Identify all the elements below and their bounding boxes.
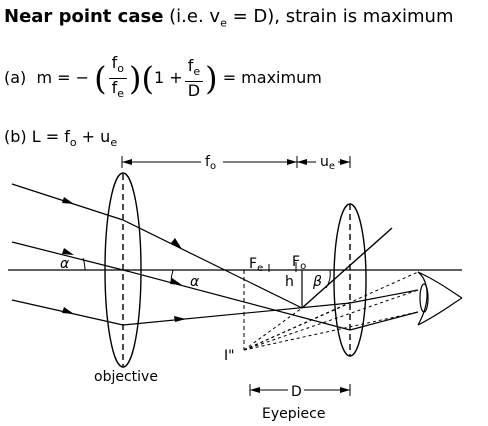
- alpha-arc-right: [170, 269, 174, 283]
- objective-label: objective: [94, 369, 158, 385]
- eq-a-rhs: = maximum: [222, 68, 322, 88]
- beta-label: β: [312, 274, 322, 290]
- ue-label: ue: [320, 154, 335, 172]
- ray-arrow-2: [62, 248, 74, 255]
- eq-b-sub1: o: [69, 136, 77, 150]
- fo-point-label: Fo: [292, 254, 306, 272]
- fe-den: f: [111, 78, 118, 98]
- left-paren: (: [94, 59, 107, 98]
- eq-b-sub2: e: [110, 136, 118, 150]
- heading: Near point case (i.e. ve = D), strain is…: [4, 6, 454, 30]
- right-paren-2: ): [205, 59, 218, 98]
- dashed-extension-4: [243, 302, 351, 351]
- dashed-extension-5: [243, 307, 303, 351]
- eq-a-label: (a): [4, 68, 27, 88]
- one-plus: 1 +: [154, 68, 183, 88]
- left-paren-2: (: [141, 59, 155, 98]
- ue-arrow-right: [340, 159, 350, 165]
- emergent-ray-2: [349, 311, 419, 331]
- heading-sub: e: [220, 16, 227, 30]
- alpha-label-left: α: [60, 256, 70, 272]
- fo-label: fo: [205, 154, 216, 172]
- fo-num-sub: o: [117, 62, 125, 76]
- eye-pupil: [419, 283, 429, 313]
- fe2-num: f: [187, 56, 194, 76]
- equation-b: (b) L = fo + ue: [4, 127, 117, 149]
- ray-arrow-6: [174, 316, 186, 322]
- eq-a-lhs: m = −: [36, 68, 90, 88]
- alpha-label-right: α: [190, 274, 200, 290]
- h-label: h: [285, 274, 294, 290]
- beta-arc: [325, 269, 331, 289]
- refracted-ray-top: [122, 219, 303, 309]
- final-image-label: I": [224, 348, 235, 364]
- heading-bold: Near point case: [4, 6, 164, 27]
- ue-arrow-left: [297, 159, 307, 165]
- eyepiece-label: Eyepiece: [262, 406, 325, 422]
- fo-arrow-right: [287, 159, 297, 165]
- incoming-ray-middle: [11, 241, 124, 271]
- refracted-ray-bottom: [122, 302, 351, 326]
- fe-den-sub: e: [117, 87, 125, 101]
- fo-num: f: [111, 53, 118, 72]
- ray-arrow-1: [62, 197, 74, 204]
- heading-rest: (i.e. v: [163, 6, 221, 27]
- d-arrow-left: [250, 387, 260, 393]
- dashed-extension-2: [243, 289, 419, 351]
- eq-b-plus: + u: [76, 127, 111, 146]
- right-paren: ): [129, 59, 142, 98]
- d-arrow-right: [340, 387, 350, 393]
- ray-arrow-4: [171, 238, 182, 249]
- d-den: D: [187, 81, 201, 101]
- d-label: D: [291, 384, 302, 400]
- eye: [417, 271, 463, 326]
- ray-arrow-3: [62, 307, 74, 314]
- fe-label: Fe: [249, 256, 263, 274]
- fo-arrow-left: [122, 159, 132, 165]
- eq-b-label: (b) L = f: [4, 127, 70, 146]
- alpha-arc-left: [82, 257, 86, 271]
- fe2-num-sub: e: [193, 65, 201, 79]
- heading-tail: = D), strain is maximum: [226, 6, 454, 27]
- emergent-ray-upper: [301, 227, 393, 309]
- emergent-ray-1: [349, 289, 419, 304]
- ray-arrow-5: [170, 278, 182, 285]
